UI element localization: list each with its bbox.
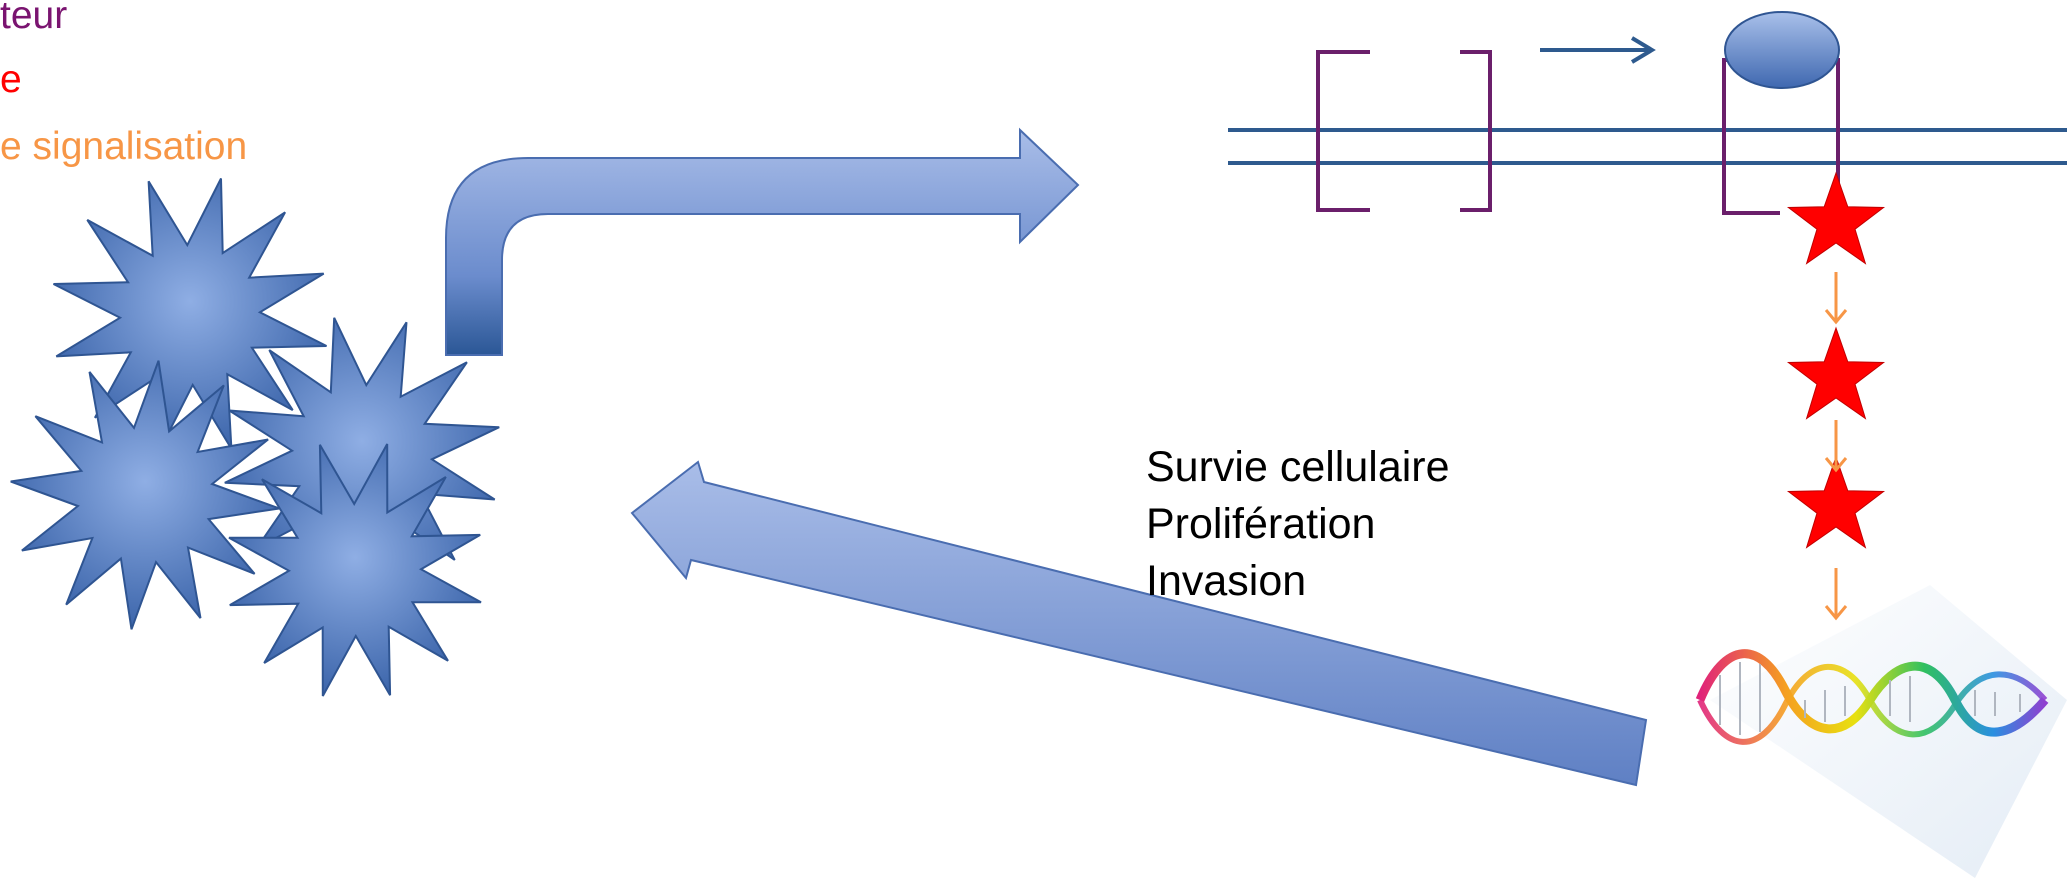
- legend-item-signaling: e signalisation: [0, 125, 248, 168]
- receptor-inactive: [1316, 50, 1492, 212]
- outcome-survival: Survie cellulaire: [1146, 443, 1450, 491]
- signal-arrows: [1824, 272, 1848, 621]
- outcome-invasion: Invasion: [1146, 557, 1307, 605]
- bent-signal-arrow: [445, 127, 1080, 356]
- tumor-cell-2: [10, 360, 280, 630]
- activation-arrow: [1540, 36, 1656, 64]
- tumor-cell-cluster: [10, 178, 500, 697]
- kinase-star-icon: [1786, 455, 1886, 549]
- legend-item-kinase: e: [0, 58, 22, 101]
- kinase-star-icon: [1786, 326, 1886, 420]
- tumor-cell-1: [53, 178, 327, 452]
- dna-helix-icon: [1695, 585, 2067, 878]
- outcome-proliferation: Prolifération: [1146, 500, 1376, 548]
- legend-item-receptor: teur: [0, 0, 68, 37]
- feedback-arrow: [630, 460, 1648, 787]
- kinase-star-icon: [1786, 171, 1886, 265]
- tumor-cell-4: [228, 443, 482, 697]
- ligand-icon: [1724, 11, 1840, 89]
